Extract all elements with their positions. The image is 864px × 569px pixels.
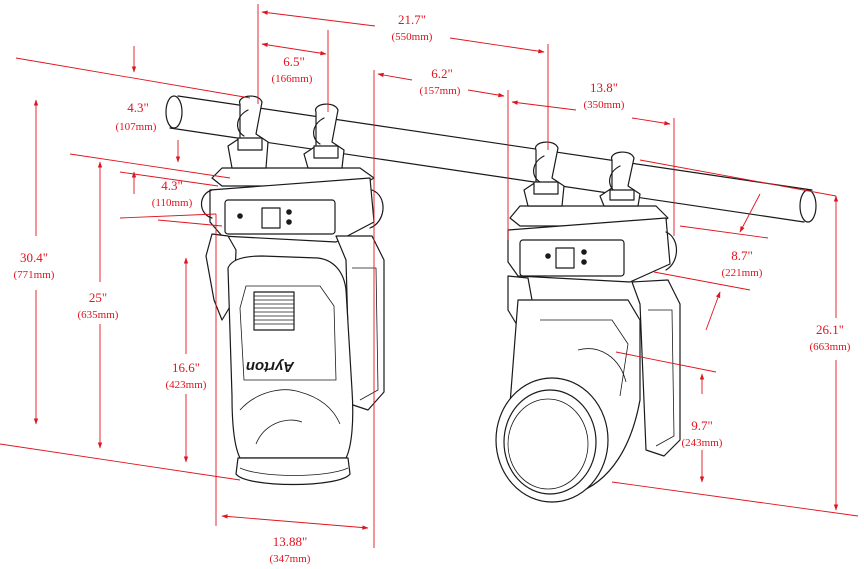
dim-base-width-metric: (350mm) xyxy=(584,99,625,111)
dim-clamp-spacing-metric: (166mm) xyxy=(272,73,313,85)
dim-head-height-imperial: 16.6" xyxy=(172,360,200,375)
dim-tilted-height-metric: (663mm) xyxy=(810,341,851,353)
dim-base-width-imperial: 13.8" xyxy=(590,80,618,95)
right-clamp-1 xyxy=(523,141,565,207)
right-lens-inner xyxy=(507,398,589,490)
dim-lens-offset-metric: (243mm) xyxy=(682,437,723,449)
dim-overall-width-imperial: 21.7" xyxy=(398,12,426,27)
left-button-icon xyxy=(237,213,243,219)
dim-body-height-metric: (635mm) xyxy=(78,309,119,321)
left-clamp-1 xyxy=(227,95,269,169)
truss-pipe xyxy=(165,95,817,223)
dim-base-depth-metric: (221mm) xyxy=(722,267,763,279)
right-button-icon xyxy=(581,249,587,255)
left-bottom-ring xyxy=(235,457,351,486)
fixture-left-upright: Ayrton xyxy=(200,95,385,486)
right-clamp-2 xyxy=(599,151,641,207)
dim-total-height-imperial: 30.4" xyxy=(20,250,48,265)
right-button-icon xyxy=(545,253,551,259)
dim-clamp-top-imperial: 4.3" xyxy=(127,100,149,115)
dim-clamp-top-metric: (107mm) xyxy=(116,121,157,133)
dimension-labels: 21.7" (550mm) 6.5" (166mm) 6.2" (157mm) … xyxy=(14,12,851,565)
left-button-icon xyxy=(286,209,292,215)
dim-head-width-imperial: 13.88" xyxy=(273,534,308,549)
dim-lens-offset-imperial: 9.7" xyxy=(691,418,713,433)
right-lens-ring xyxy=(503,389,597,495)
left-button-icon xyxy=(286,219,292,225)
dim-tilted-height-imperial: 26.1" xyxy=(816,322,844,337)
dim-base-clamp-imperial: 4.3" xyxy=(161,178,183,193)
dim-gap-imperial: 6.2" xyxy=(431,66,453,81)
brand-logo: Ayrton xyxy=(246,358,295,375)
dim-head-height-metric: (423mm) xyxy=(166,379,207,391)
left-clamp-2 xyxy=(303,103,345,169)
right-display-screen xyxy=(555,247,575,269)
dim-total-height-metric: (771mm) xyxy=(14,269,55,281)
dim-clamp-spacing-imperial: 6.5" xyxy=(283,54,305,69)
fixture-right-tilted xyxy=(495,141,681,503)
left-display-screen xyxy=(261,207,281,229)
dim-base-depth-imperial: 8.7" xyxy=(731,248,753,263)
dim-head-width-metric: (347mm) xyxy=(270,553,311,565)
right-yoke-arm-right xyxy=(631,279,681,457)
dim-gap-metric: (157mm) xyxy=(420,85,461,97)
dim-body-height-imperial: 25" xyxy=(89,290,107,305)
dim-overall-width-metric: (550mm) xyxy=(392,31,433,43)
dim-base-clamp-metric: (110mm) xyxy=(152,197,193,209)
dimension-lines xyxy=(0,4,859,548)
right-button-icon xyxy=(581,259,587,265)
